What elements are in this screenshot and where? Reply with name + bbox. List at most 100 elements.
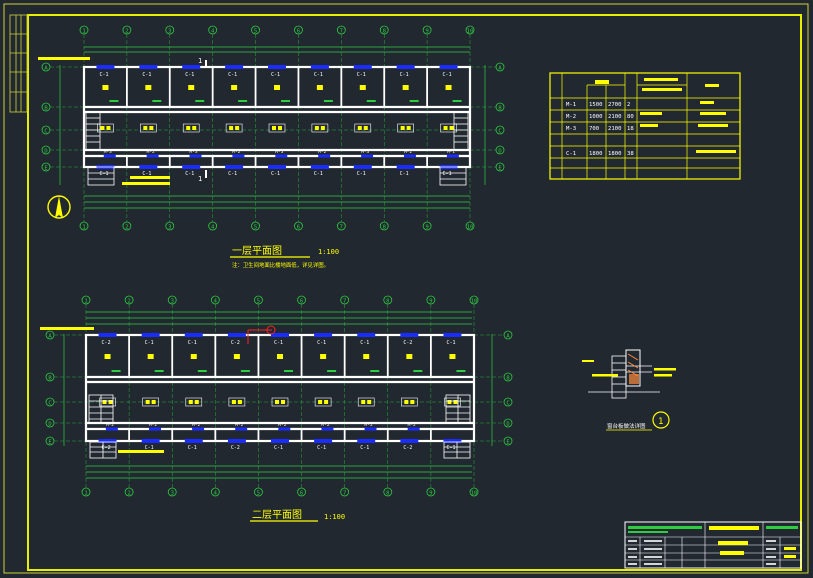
fixture-marker xyxy=(192,126,197,130)
fixture-marker xyxy=(357,126,362,130)
axis-label: 9 xyxy=(425,224,428,230)
schedule-cell-width: 1500 xyxy=(589,102,602,108)
elevation-mark xyxy=(238,100,248,102)
fixture-marker xyxy=(186,126,191,130)
window-tag: C-1 xyxy=(360,445,369,451)
fixture-marker xyxy=(367,400,372,404)
axis-bubble xyxy=(503,330,513,340)
window-top xyxy=(357,333,376,337)
fixture-marker xyxy=(272,126,276,130)
axis-label: 2 xyxy=(127,298,130,304)
axis-bubble xyxy=(503,397,513,407)
door-tag: M-2 xyxy=(149,422,157,428)
window-bottom xyxy=(357,439,376,443)
elevation-mark xyxy=(152,100,162,102)
window-top xyxy=(271,333,289,337)
window-tag: C-1 xyxy=(142,72,151,78)
window-tag: C-1 xyxy=(274,445,283,451)
elevation-mark xyxy=(452,100,462,102)
title-block xyxy=(624,521,802,569)
door-opening xyxy=(189,154,202,158)
axis-label: 4 xyxy=(214,490,218,496)
elevation-mark xyxy=(366,100,376,102)
door-opening xyxy=(146,154,159,158)
fixture-marker xyxy=(106,126,111,130)
axis-bubble xyxy=(379,25,389,35)
schedule-cell-count: 80 xyxy=(627,114,634,120)
door-opening xyxy=(446,154,459,158)
schedule-cell-width: 1800 xyxy=(589,151,602,157)
axis-bubble xyxy=(122,25,132,35)
fixture-marker xyxy=(410,400,415,404)
window-bottom xyxy=(184,439,203,443)
window-tag: C-2 xyxy=(102,340,111,346)
room-tag-marker xyxy=(406,354,413,359)
window-tag: C-1 xyxy=(400,171,409,177)
window-bottom xyxy=(271,439,289,443)
door-opening xyxy=(148,427,161,431)
axis-bubble xyxy=(495,102,505,112)
elevation-mark xyxy=(456,370,466,372)
toilet-fixture xyxy=(440,123,457,133)
toilet-fixture xyxy=(311,123,329,133)
door-opening xyxy=(318,154,331,158)
window-tag: C-1 xyxy=(443,171,452,177)
elevation-mark xyxy=(327,370,337,372)
fixture-marker xyxy=(363,126,368,130)
door-tag: M-2 xyxy=(232,149,240,155)
window-tag: C-2 xyxy=(403,340,412,346)
axis-bubble xyxy=(465,25,475,35)
window-tag: C-2 xyxy=(102,445,111,451)
schedule-cell-height: 2100 xyxy=(608,126,621,132)
window-tag: C-1 xyxy=(274,340,283,346)
fixture-marker xyxy=(400,126,405,130)
axis-bubble xyxy=(79,25,89,35)
axis-label: A xyxy=(498,65,502,71)
window-top xyxy=(98,333,117,337)
entrance-steps xyxy=(87,166,467,186)
window-tag: C-1 xyxy=(188,445,197,451)
fixture-marker xyxy=(102,400,107,404)
axis-label: E xyxy=(498,165,501,171)
door-opening xyxy=(364,427,377,431)
room-tag-marker xyxy=(320,354,327,359)
schedule-cell-width: 700 xyxy=(589,126,599,132)
window-tag: C-1 xyxy=(99,171,108,177)
door-opening xyxy=(105,427,118,431)
window-sill-detail: 1 窗台板做法详图 xyxy=(582,349,676,431)
window-bottom xyxy=(400,439,419,443)
axis-bubble xyxy=(122,221,132,231)
fixture-marker xyxy=(449,126,454,130)
door-tag: M-3 xyxy=(275,149,283,155)
axis-label: 3 xyxy=(168,224,171,230)
door-tag: M-2 xyxy=(321,422,329,428)
room-tag-marker xyxy=(104,354,111,359)
door-opening xyxy=(275,154,288,158)
door-opening xyxy=(232,154,245,158)
detail-title: 窗台板做法详图 xyxy=(607,422,646,430)
axis-bubble xyxy=(495,125,505,135)
fixture-marker xyxy=(188,400,193,404)
axis-bubble xyxy=(297,487,306,497)
schedule-cell-count: 2 xyxy=(627,102,630,108)
axis-label: 7 xyxy=(343,490,346,496)
door-opening xyxy=(407,427,420,431)
fixture-marker xyxy=(100,126,105,130)
elevation-mark xyxy=(409,100,419,102)
schedule-cell-count: 18 xyxy=(627,126,634,132)
elevation-mark xyxy=(370,370,380,372)
door-tag: M-3 xyxy=(104,149,112,155)
axis-bubble xyxy=(81,295,91,305)
window-bottom xyxy=(227,439,246,443)
axis-bubble xyxy=(41,62,51,72)
second-floor-stairs xyxy=(88,394,471,459)
first-floor-windows xyxy=(96,65,459,169)
fixture-marker xyxy=(145,400,150,404)
schedule-cell-code: M-1 xyxy=(566,102,576,108)
axis-bubble xyxy=(422,25,432,35)
axis-bubble xyxy=(124,487,134,497)
room-tag-marker xyxy=(316,85,323,90)
